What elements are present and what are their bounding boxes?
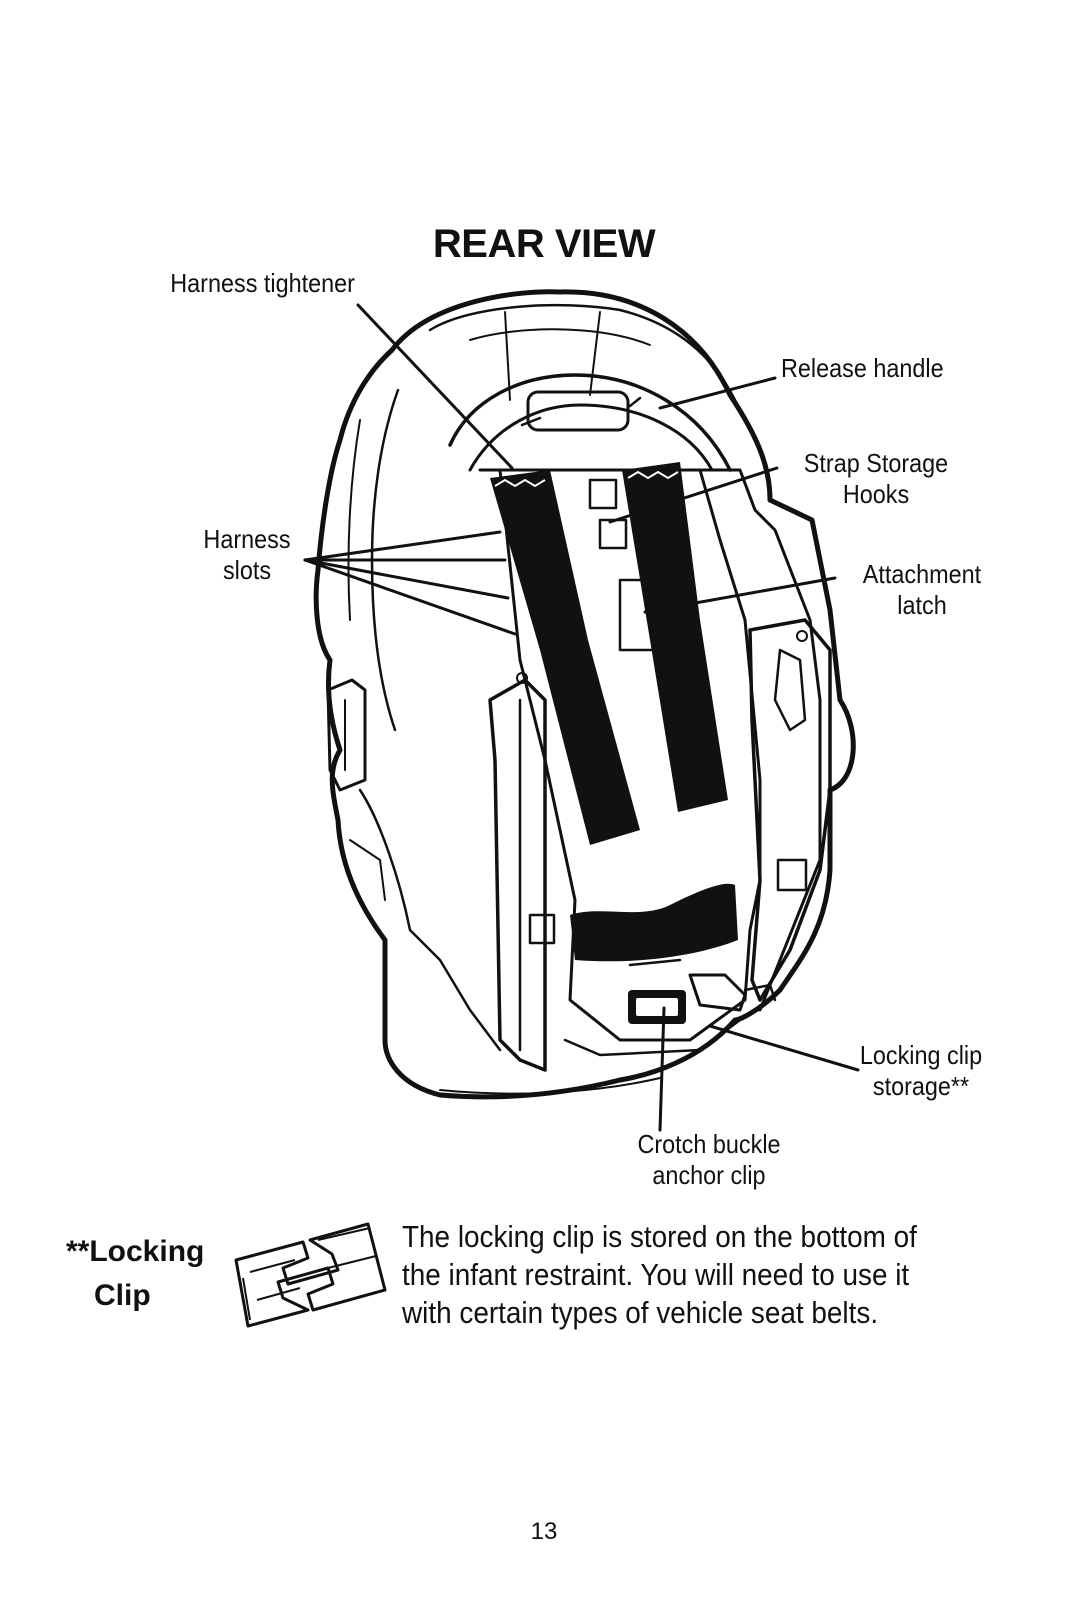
crotch-buckle-anchor-clip-label: Crotch buckle anchor clip [637, 1129, 781, 1190]
locking-clip-storage-leader [708, 1024, 860, 1072]
release-handle-label: Release handle [781, 353, 944, 383]
left-harness-strap [490, 470, 640, 845]
right-harness-strap [622, 462, 728, 812]
note-line: The locking clip is stored on the bottom… [402, 1219, 917, 1254]
locking-clip-icon [234, 1222, 387, 1328]
harness-tightener-label: Harness tightener [170, 268, 355, 298]
page-number: 13 [530, 1518, 558, 1545]
locking-clip-heading-line2: Clip [94, 1279, 151, 1312]
canopy-outline [313, 289, 856, 1100]
locking-clip-heading: **Locking Clip [66, 1230, 204, 1318]
attachment-latch-leader [643, 576, 837, 614]
lower-harness-strap [570, 883, 738, 962]
strap-storage-leader [608, 466, 779, 524]
note-line: with certain types of vehicle seat belts… [402, 1295, 879, 1330]
locking-clip-note: The locking clip is stored on the bottom… [402, 1218, 917, 1332]
locking-clip-heading-line1: **Locking [66, 1235, 205, 1268]
callout-leaders [303, 303, 860, 1132]
harness-tightener-leader [356, 303, 514, 470]
note-line: the infant restraint. You will need to u… [402, 1257, 910, 1292]
seat-body [498, 468, 762, 1042]
attachment-latch-label: Attachment latch [862, 559, 982, 620]
head-arch [448, 373, 732, 472]
locking-clip-storage-label: Locking clip storage** [859, 1040, 983, 1101]
harness-slots-label: Harness slots [203, 524, 291, 585]
harness-straps [490, 462, 738, 1024]
release-handle-leader [658, 376, 777, 410]
harness-slots-leader-1 [303, 530, 502, 562]
page-title: REAR VIEW [432, 222, 656, 266]
strap-storage-hooks-label: Strap Storage Hooks [803, 448, 949, 509]
harness-slots-leader-4 [303, 558, 517, 636]
harness-slots-leader-3 [303, 558, 510, 600]
release-handle-shape [526, 390, 630, 432]
crotch-buckle-leader [658, 1006, 666, 1132]
